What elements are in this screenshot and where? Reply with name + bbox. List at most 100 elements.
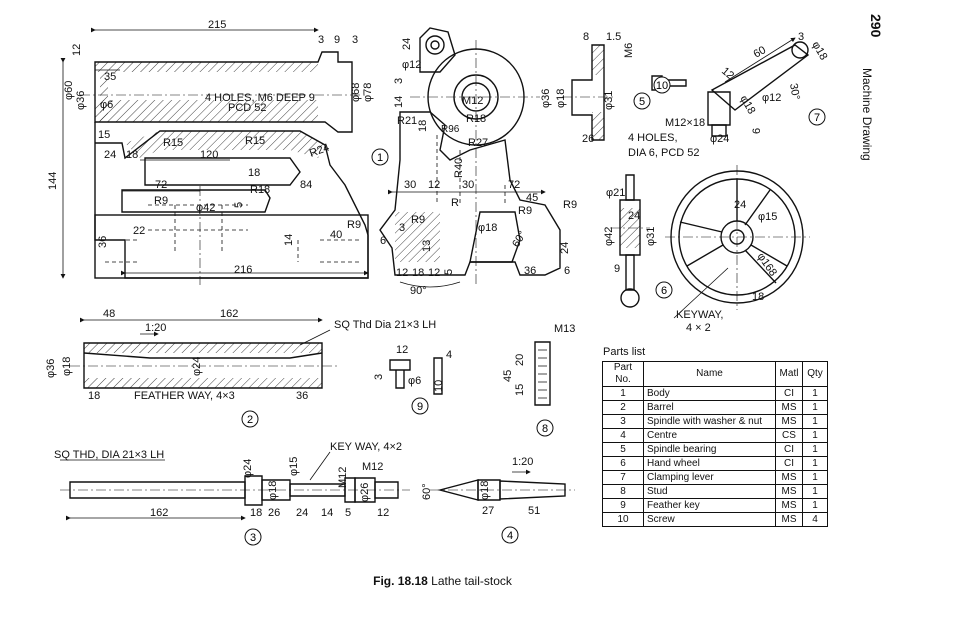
table-cell: Body [643, 386, 776, 401]
dim-side-r9b: R9 [563, 199, 577, 211]
dim-centre-60: 60° [421, 483, 433, 500]
note-pcd-52: PCD 52 [228, 102, 267, 114]
dim-spindle-m12a: M12 [337, 467, 349, 488]
dim-lever-6: 6 [751, 128, 763, 134]
dim-side-phi18: φ18 [478, 222, 497, 234]
part-number-2: 2 [241, 410, 259, 428]
note-feather-way: FEATHER WAY, 4×3 [134, 390, 235, 402]
dim-side-r40: R40 [453, 158, 465, 178]
table-cell: Barrel [643, 400, 776, 415]
part-number-7: 7 [808, 108, 826, 126]
dim-side-6a: 6 [380, 235, 386, 247]
dim-bearing-phi31: φ31 [603, 91, 615, 110]
dim-lever-60: 60 [752, 44, 769, 61]
barrel-dims: 48 162 φ36 φ18 φ24 18 36 1:20 SQ Thd Dia… [45, 308, 436, 402]
dim-barrel-162: 162 [220, 308, 238, 320]
dim-side-5: 5 [443, 269, 455, 275]
table-cell: Spindle with washer & nut [643, 414, 776, 429]
dim-side-12a: 12 [428, 179, 440, 191]
dim-14: 14 [283, 234, 295, 246]
table-cell: MS [775, 400, 803, 415]
dim-phi68: φ68 [350, 83, 362, 102]
dim-side-r96: R96 [441, 124, 460, 135]
dim-side-12c: 12 [428, 267, 440, 279]
dim-lever-phi18: φ18 [809, 40, 829, 63]
dim-spindle-162: 162 [150, 507, 168, 519]
dim-spindle-m12b: M12 [362, 461, 383, 473]
column-header: Qty [802, 361, 828, 387]
dim-stud-45: 45 [502, 370, 514, 382]
dim-lever-phi18b: φ18 [737, 94, 757, 117]
dim-22: 22 [133, 225, 145, 237]
dim-r15a: R15 [163, 137, 183, 149]
table-cell: CS [775, 428, 803, 443]
note-key-way-spindle: KEY WAY, 4×2 [330, 441, 402, 453]
table-cell: Centre [643, 428, 776, 443]
dim-phi78: φ78 [362, 83, 374, 102]
table-cell: Spindle bearing [643, 442, 776, 457]
dim-72: 72 [155, 179, 167, 191]
note-taper-centre: 1:20 [512, 456, 533, 468]
dim-stud-20: 20 [514, 354, 526, 366]
hand-wheel-dims: φ21 24 φ42 φ31 9 24 φ15 φ168 18 KEYWAY, … [603, 187, 779, 334]
dim-spindle-5: 5 [345, 507, 351, 519]
table-cell: 6 [602, 456, 644, 471]
table-cell: MS [775, 512, 803, 527]
dim-barrel-phi24: φ24 [191, 357, 203, 376]
dim-120: 120 [200, 149, 218, 161]
spindle-bearing-dims: 8 1.5 M6 φ36 φ18 φ31 26 4 HOLES, DIA 6, … [540, 31, 700, 159]
dim-barrel-18: 18 [88, 390, 100, 402]
table-cell: 1 [802, 414, 828, 429]
dim-key-4: 4 [446, 349, 452, 361]
svg-text:4: 4 [507, 530, 513, 542]
table-cell: CI [775, 386, 803, 401]
dim-side-phi12: φ12 [402, 59, 421, 71]
part-number-3: 3 [244, 528, 262, 546]
dim-side-r9c: R9 [411, 214, 425, 226]
body-front-dims: 215 3 9 3 12 φ60 φ36 35 φ6 15 φ68 φ78 24… [47, 19, 374, 276]
svg-text:2: 2 [247, 414, 253, 426]
dim-barrel-48: 48 [103, 308, 115, 320]
dim-spindle-phi15: φ15 [288, 457, 300, 476]
table-cell: Clamping lever [643, 470, 776, 485]
dim-18b: 18 [248, 167, 260, 179]
table-cell: 1 [802, 484, 828, 499]
parts-list-title: Parts list [603, 346, 646, 358]
dim-side-45: 45 [526, 192, 538, 204]
table-cell: 3 [602, 414, 644, 429]
table-cell: 9 [602, 498, 644, 513]
dim-wheel-phi31: φ31 [645, 227, 657, 246]
dim-key-12: 12 [396, 344, 408, 356]
dim-side-24b: 24 [559, 242, 571, 254]
svg-text:9: 9 [417, 401, 423, 413]
table-cell: CI [775, 442, 803, 457]
dim-barrel-36: 36 [296, 390, 308, 402]
dim-side-36: 36 [524, 265, 536, 277]
table-cell: MS [775, 414, 803, 429]
table-cell: 1 [802, 442, 828, 457]
table-cell: 1 [802, 428, 828, 443]
svg-text:3: 3 [250, 532, 256, 544]
part-number-4: 4 [501, 526, 519, 544]
body-side-dims: 24 φ12 14 3 M12 R21 R18 R96 R27 R40 18 3… [380, 38, 577, 297]
feather-key-dims: 12 4 3 φ6 10 [373, 344, 452, 392]
note-4-holes-m6: 4 HOLES, M6 DEEP 9 [205, 92, 315, 104]
svg-text:5: 5 [639, 96, 645, 108]
dim-wheel-phi21: φ21 [606, 187, 625, 199]
part-number-6: 6 [655, 281, 673, 299]
figure-title: Lathe tail-stock [431, 574, 512, 588]
table-cell: 1 [802, 456, 828, 471]
dim-side-30a: 30 [404, 179, 416, 191]
dim-side-r21: R21 [397, 115, 417, 127]
figure-label: Fig. 18.18 [373, 574, 428, 588]
dim-side-r: R [451, 197, 459, 209]
dim-side-6b: 6 [564, 265, 570, 277]
table-cell: 1 [802, 386, 828, 401]
dim-5: 5 [233, 202, 245, 208]
note-sq-thd-barrel: SQ Thd Dia 21×3 LH [334, 319, 436, 331]
dim-centre-phi18: φ18 [479, 481, 491, 500]
